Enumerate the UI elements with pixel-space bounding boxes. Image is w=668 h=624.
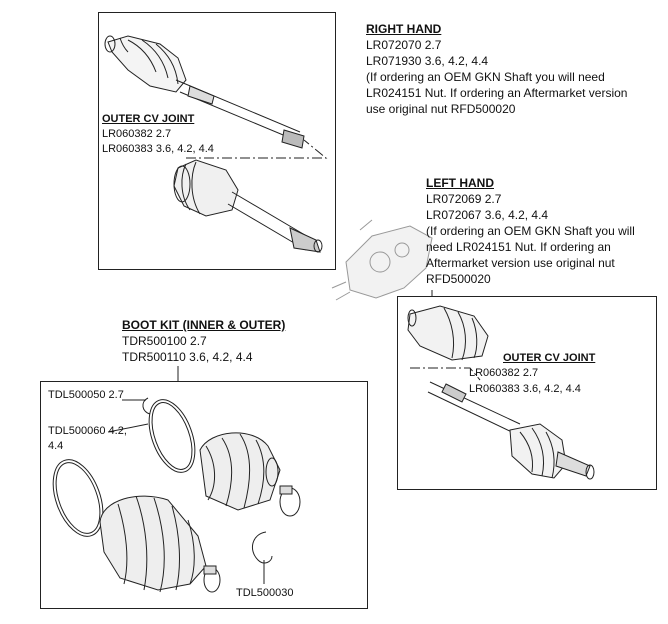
right-outer-cv-heading: OUTER CV JOINT bbox=[102, 113, 195, 125]
right-hand-line-2: LR071930 3.6, 4.2, 4.4 bbox=[366, 54, 489, 68]
right-inner-joint-shaft-drawing bbox=[173, 159, 323, 253]
right-outer-cv-line-1: LR060382 2.7 bbox=[102, 128, 172, 140]
boot-kit-line-1: TDR500100 2.7 bbox=[122, 334, 207, 348]
left-shaft-outer-cv-drawing bbox=[427, 381, 595, 480]
left-hand-line-5: Aftermarket version use original nut bbox=[426, 256, 615, 270]
boot-kit-heading: BOOT KIT (INNER & OUTER) bbox=[122, 318, 286, 332]
clip-label-tdl500060-cont: 4.4 bbox=[48, 440, 64, 452]
left-hand-line-2: LR072067 3.6, 4.2, 4.4 bbox=[426, 208, 549, 222]
small-clamp-ring-1 bbox=[142, 397, 151, 415]
outer-boot-small bbox=[199, 432, 281, 511]
left-outer-cv-line-2: LR060383 3.6, 4.2, 4.4 bbox=[469, 383, 581, 395]
right-hand-line-4: LR024151 Nut. If ordering an Aftermarket… bbox=[366, 86, 628, 100]
band-clamp-2 bbox=[203, 565, 221, 593]
right-outer-cv-joint-drawing bbox=[104, 35, 305, 149]
right-hand-heading: RIGHT HAND bbox=[366, 22, 442, 36]
left-hand-line-6: RFD500020 bbox=[426, 272, 491, 286]
right-hand-line-3: (If ordering an OEM GKN Shaft you will n… bbox=[366, 70, 605, 84]
boot-kit-frame bbox=[40, 381, 368, 609]
band-clamp-1 bbox=[279, 485, 301, 517]
circlip-drawing bbox=[251, 531, 273, 564]
left-hand-line-4: need LR024151 Nut. If ordering an bbox=[426, 240, 611, 254]
left-hand-line-1: LR072069 2.7 bbox=[426, 192, 502, 206]
large-clamp-ring-1 bbox=[148, 399, 196, 473]
outer-boot-large bbox=[99, 495, 207, 593]
left-hand-line-3: (If ordering an OEM GKN Shaft you will bbox=[426, 224, 635, 238]
left-outer-cv-line-1: LR060382 2.7 bbox=[469, 367, 539, 379]
leader-line-tdl500060 bbox=[107, 423, 149, 433]
right-hand-line-5: use original nut RFD500020 bbox=[366, 102, 516, 116]
boot-kit-line-2: TDR500110 3.6, 4.2, 4.4 bbox=[122, 350, 253, 364]
large-clamp-ring-2 bbox=[52, 459, 104, 537]
differential-housing-drawing bbox=[331, 219, 433, 301]
left-inner-joint-drawing bbox=[407, 305, 489, 361]
clip-label-tdl500050: TDL500050 2.7 bbox=[48, 389, 124, 401]
right-outer-cv-line-2: LR060383 3.6, 4.2, 4.4 bbox=[102, 143, 214, 155]
clip-label-tdl500060: TDL500060 4.2, bbox=[48, 425, 127, 437]
left-outer-cv-heading: OUTER CV JOINT bbox=[503, 352, 596, 364]
left-hand-heading: LEFT HAND bbox=[426, 176, 494, 190]
right-hand-line-1: LR072070 2.7 bbox=[366, 38, 442, 52]
clip-label-tdl500030: TDL500030 bbox=[236, 587, 294, 599]
